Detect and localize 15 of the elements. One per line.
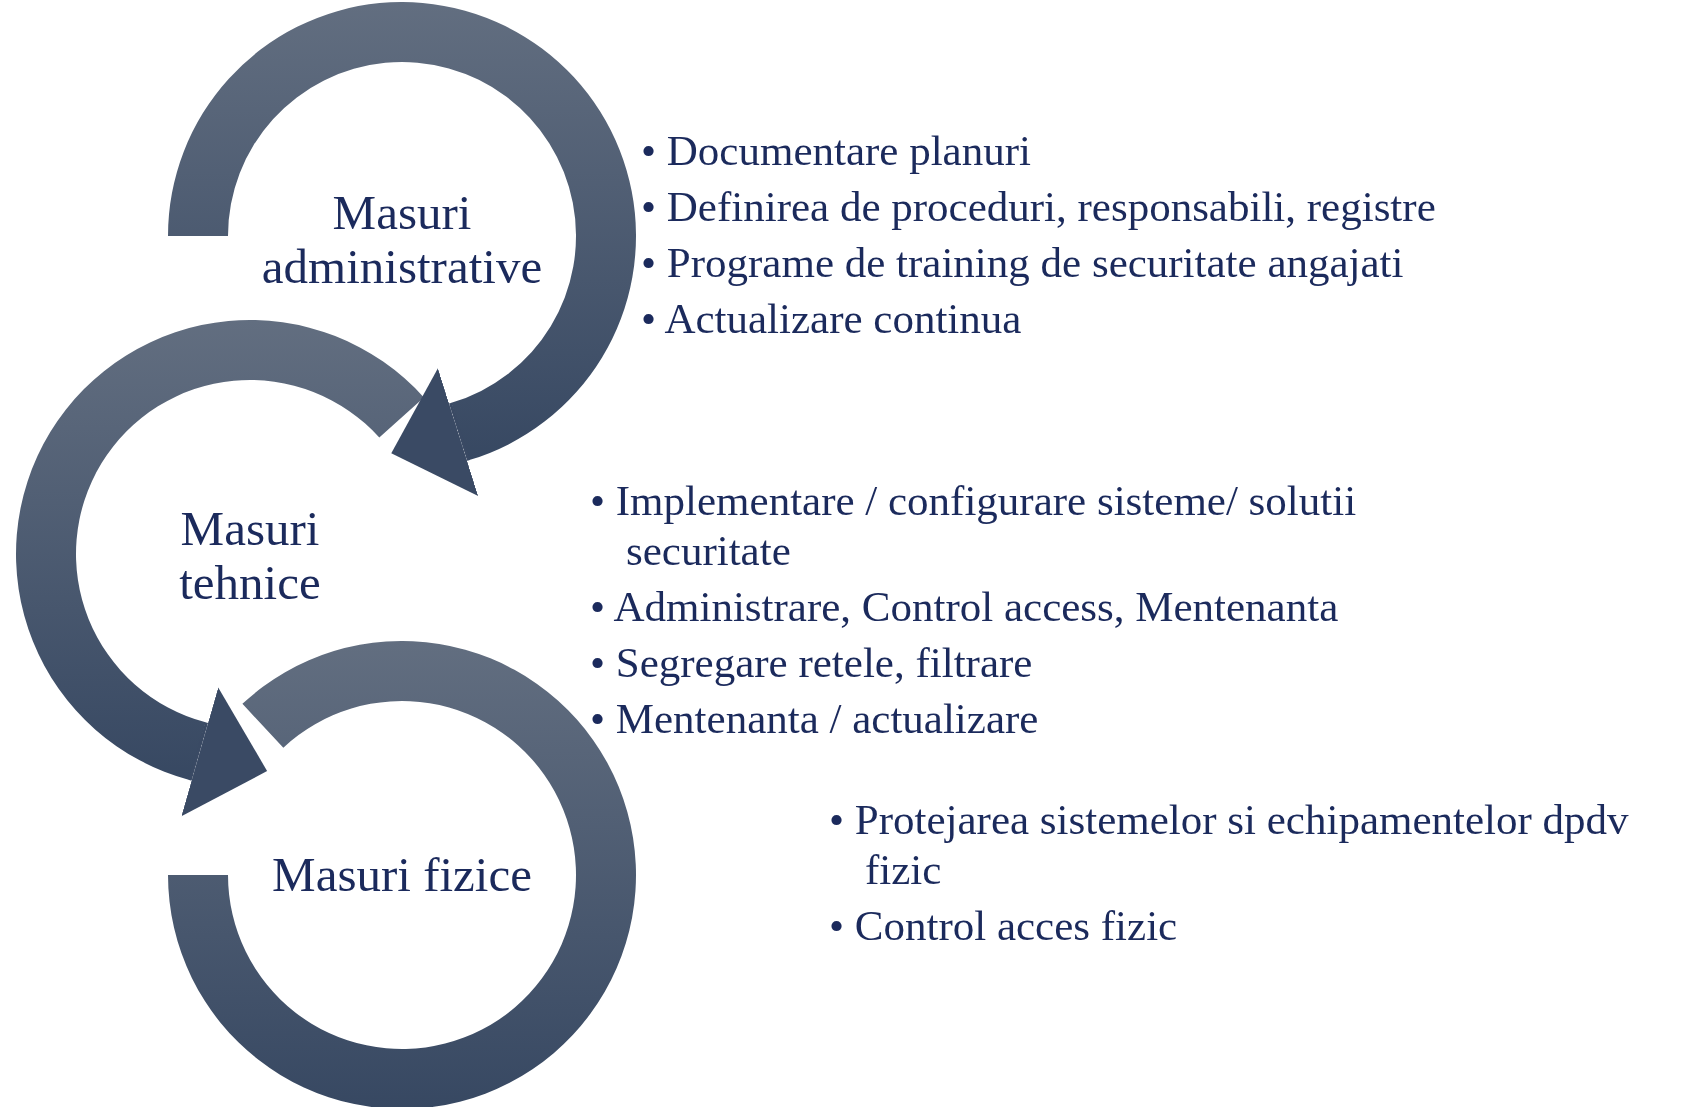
bullet-item: • Implementare / configurare sisteme/ solutii securitate	[590, 476, 1358, 576]
node-label: Masuri tehnice	[178, 502, 322, 610]
arrow-head	[391, 368, 479, 497]
node-label: Masuri fizice	[271, 848, 533, 902]
arrow-head	[181, 687, 268, 817]
bullet-item: • Administrare, Control access, Mentenanta	[590, 582, 1340, 632]
bullet-item: • Definirea de proceduri, responsabili, registre	[641, 182, 1437, 232]
bullet-item: • Programe de training de securitate angajati	[641, 238, 1405, 288]
bullet-item: • Documentare planuri	[641, 126, 1032, 176]
node-label: Masuri administrative	[260, 186, 544, 294]
bullet-item: • Segregare retele, filtrare	[590, 638, 1034, 688]
bullet-item: • Mentenanta / actualizare	[590, 694, 1040, 744]
bullet-item: • Control acces fizic	[829, 901, 1179, 951]
bullet-item: • Protejarea sistemelor si echipamentelor dpdv fizic	[829, 795, 1630, 895]
bullet-item: • Actualizare continua	[641, 294, 1023, 344]
